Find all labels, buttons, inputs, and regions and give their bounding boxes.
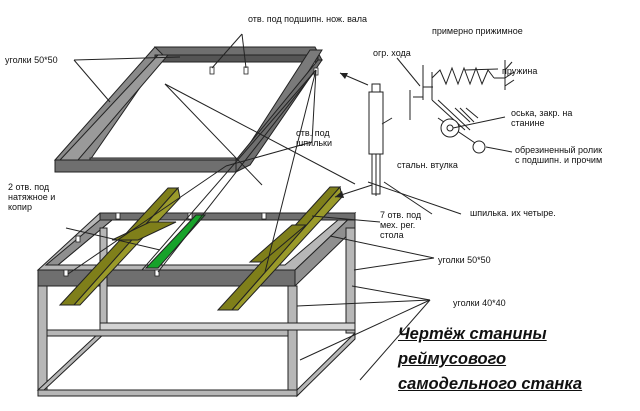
label-ugolki-50-bottom: уголки 50*50 bbox=[438, 255, 491, 265]
label-bearing-holes: отв. под подшипн. нож. вала bbox=[248, 14, 368, 24]
label-seven-holes: 7 отв. под мех. рег. стола bbox=[380, 210, 422, 240]
title-line-1: Чертёж станины bbox=[398, 325, 547, 343]
label-steel-bushing: стальн. втулка bbox=[397, 160, 458, 170]
label-axle: оська, закр. на станине bbox=[511, 108, 573, 128]
label-travel-limit: огр. хода bbox=[373, 48, 411, 58]
label-rubber-roller: обрезиненный ролик с подшипн. и прочим bbox=[515, 145, 603, 165]
green-bar bbox=[144, 214, 207, 269]
olive-table-bars bbox=[111, 221, 308, 263]
label-two-holes: 2 отв. под натяжное и копир bbox=[8, 182, 56, 212]
label-stud: шпилька. их четыре. bbox=[470, 208, 556, 218]
lower-frame bbox=[36, 211, 357, 398]
olive-angles bbox=[58, 185, 343, 311]
label-ugolki-40: уголки 40*40 bbox=[453, 298, 506, 308]
roller-mechanism bbox=[368, 60, 515, 196]
title-line-2: реймусового bbox=[398, 350, 507, 368]
label-ugolki-50-top: уголки 50*50 bbox=[5, 55, 58, 65]
leader-lines bbox=[65, 33, 513, 381]
arrowhead-2 bbox=[335, 191, 344, 198]
label-stud-holes: отв. под шпильки bbox=[296, 128, 333, 148]
bearing-hole-1 bbox=[209, 66, 215, 75]
arrowhead-1 bbox=[340, 73, 348, 79]
bearing-hole-2 bbox=[243, 66, 249, 75]
label-pressing-note: примерно прижимное bbox=[432, 26, 523, 36]
title-line-3: самодельного станка bbox=[398, 375, 583, 393]
arrowheads bbox=[335, 73, 348, 198]
label-spring: пружина bbox=[502, 66, 538, 76]
